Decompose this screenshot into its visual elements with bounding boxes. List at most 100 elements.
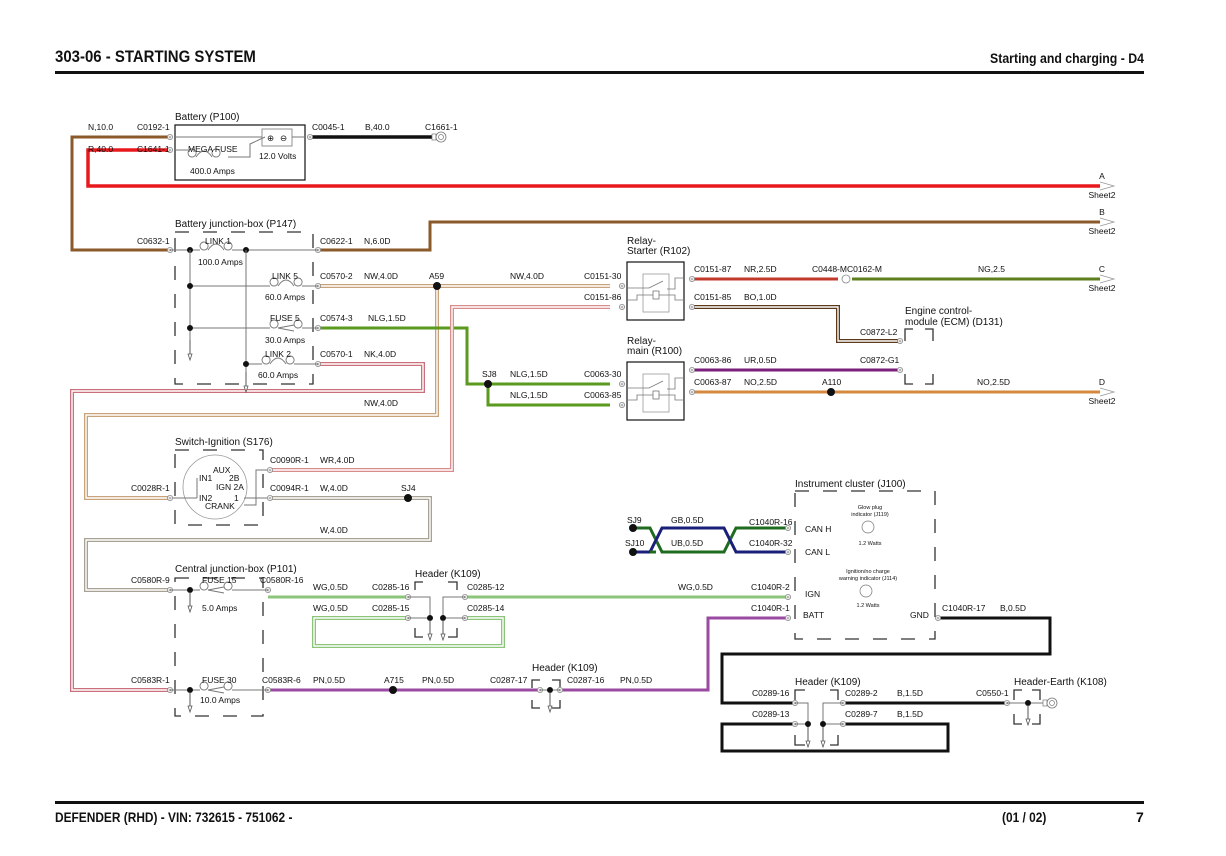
ground-symbol bbox=[820, 740, 826, 749]
relay-contact bbox=[667, 277, 684, 290]
splice-a59 bbox=[433, 282, 441, 290]
instrument-cluster-box bbox=[794, 490, 936, 640]
ground-symbol bbox=[187, 705, 193, 714]
ground-symbol bbox=[1025, 718, 1031, 727]
conn-c0028r-1: C0028R-1 bbox=[131, 483, 170, 493]
wire-label-no25-b: NO,2.5D bbox=[977, 377, 1010, 387]
link2-fuse-icon bbox=[261, 355, 295, 365]
ign-pin-1: 1 bbox=[234, 493, 239, 503]
wire-label-nlg15-b: NLG,1.5D bbox=[510, 369, 548, 379]
conn-c0063-30: C0063-30 bbox=[584, 369, 622, 379]
battery-junction-box bbox=[174, 231, 314, 385]
wire-nlg-fuse5-casing bbox=[318, 326, 610, 386]
wire-label-pn05-b: PN,0.5D bbox=[422, 675, 454, 685]
wire-label-nlg15-c: NLG,1.5D bbox=[510, 390, 548, 400]
conn-c0580r-9: C0580R-9 bbox=[131, 575, 170, 585]
relay-switch bbox=[627, 280, 664, 289]
ground-symbol bbox=[427, 633, 433, 642]
conn-c1040r-32: C1040R-32 bbox=[749, 538, 793, 548]
offsheet-sheet: Sheet2 bbox=[1089, 396, 1116, 406]
conn-c0622-1: C0622-1 bbox=[320, 236, 353, 246]
connector-pin-center bbox=[620, 305, 624, 309]
wire-label-nw4-a: NW,4.0D bbox=[364, 271, 398, 281]
conn-c0872-g1: C0872-G1 bbox=[860, 355, 899, 365]
positive-icon: ⊕ bbox=[267, 133, 274, 143]
hdr-corner bbox=[414, 628, 423, 638]
ign-pin-aux: AUX bbox=[213, 465, 231, 475]
wire-b-05 bbox=[720, 616, 1052, 705]
inline-connector-icon bbox=[841, 274, 851, 284]
bus-dot bbox=[820, 721, 826, 727]
wire-nk-4-core bbox=[71, 363, 424, 691]
connector-pin-center bbox=[168, 496, 172, 500]
internal-line bbox=[822, 702, 843, 727]
fuse15-label: FUSE 15 bbox=[202, 575, 237, 585]
conn-c0289-13: C0289-13 bbox=[752, 709, 790, 719]
connector-pin-center bbox=[268, 496, 272, 500]
conn-c0632-1: C0632-1 bbox=[137, 236, 170, 246]
relay-starter-box-inner bbox=[642, 273, 670, 313]
link1-fuse-icon bbox=[199, 241, 233, 251]
battery-title: Battery (P100) bbox=[175, 112, 239, 123]
connector-pin-center bbox=[936, 616, 940, 620]
connector-pin bbox=[897, 366, 904, 373]
ecm-title-1: Engine control- bbox=[905, 306, 972, 317]
wire-label-no25-a: NO,2.5D bbox=[744, 377, 777, 387]
conn-c0151-86: C0151-86 bbox=[584, 292, 622, 302]
conn-c1641-1: C1641-1 bbox=[137, 144, 170, 154]
wire-label-ub05: UB,0.5D bbox=[671, 538, 703, 548]
hdr-corner bbox=[794, 735, 805, 746]
conn-c1040r-16: C1040R-16 bbox=[749, 517, 793, 527]
no-charge-bulb-icon bbox=[859, 584, 873, 598]
pin-ign: IGN bbox=[805, 589, 820, 599]
sheet-indicator: (01 / 02) bbox=[1002, 809, 1047, 825]
bus-dot bbox=[440, 615, 446, 621]
offsheet-letter: B bbox=[1099, 207, 1105, 217]
offsheet-letter: C bbox=[1099, 264, 1105, 274]
wire-n-10 bbox=[70, 135, 170, 252]
header-rule bbox=[55, 71, 1144, 74]
wire-b-15-b-casing bbox=[720, 722, 950, 753]
wire-label-nw4-c: NW,4.0D bbox=[364, 398, 398, 408]
connector-pin-center bbox=[690, 277, 694, 281]
ign-pin-2b: 2B bbox=[229, 473, 240, 483]
wire-label-r40: R,40.0 bbox=[88, 144, 113, 154]
wire-label-bo1: BO,1.0D bbox=[744, 292, 777, 302]
relay-starter-title-2: Starter (R102) bbox=[627, 246, 690, 257]
ecm-corner bbox=[925, 328, 934, 341]
wire-label-n10: N,10.0 bbox=[88, 122, 113, 132]
ecm-corner bbox=[904, 328, 913, 341]
wire-label-nk4: NK,4.0D bbox=[364, 349, 396, 359]
footer-rule bbox=[55, 801, 1144, 804]
connector-pin bbox=[619, 380, 626, 387]
ground-symbol bbox=[547, 705, 553, 714]
offsheet-arrow-icon bbox=[1099, 274, 1116, 284]
ground-symbol bbox=[187, 353, 193, 362]
connector-pin bbox=[689, 366, 696, 373]
connector-pin-center bbox=[898, 339, 902, 343]
wire-label-wg05-a: WG,0.5D bbox=[313, 582, 348, 592]
relay-main-title-2: main (R100) bbox=[627, 346, 682, 357]
ign-pin-in1: IN1 bbox=[199, 473, 213, 483]
header-a-title: Header (K109) bbox=[415, 569, 481, 580]
fuse30-icon bbox=[199, 681, 233, 694]
ign-pin-crank: CRANK bbox=[205, 501, 235, 511]
wire-label-wg05-b: WG,0.5D bbox=[313, 603, 348, 613]
ign-pin-ign2a: IGN 2A bbox=[216, 482, 244, 492]
hdr-corner bbox=[531, 700, 540, 709]
fuse5-rating: 30.0 Amps bbox=[265, 335, 305, 345]
conn-c1040r-2: C1040R-2 bbox=[751, 582, 790, 592]
splice-a110-label: A110 bbox=[822, 377, 841, 387]
splice-a59-label: A59 bbox=[429, 271, 444, 281]
splice-sj9 bbox=[629, 524, 637, 532]
conn-c0285-14: C0285-14 bbox=[467, 603, 505, 613]
relay-coil-a bbox=[627, 294, 653, 301]
battery-jb-title: Battery junction-box (P147) bbox=[175, 219, 296, 230]
offsheet-arrow-icon bbox=[1099, 217, 1116, 227]
ground-symbol bbox=[440, 633, 446, 642]
wire-label-b15-b: B,1.5D bbox=[897, 709, 923, 719]
glow-plug-watts: 1.2 Watts bbox=[858, 541, 881, 547]
conn-c0063-86: C0063-86 bbox=[694, 355, 732, 365]
relay-starter-title-1: Relay- bbox=[627, 236, 656, 247]
